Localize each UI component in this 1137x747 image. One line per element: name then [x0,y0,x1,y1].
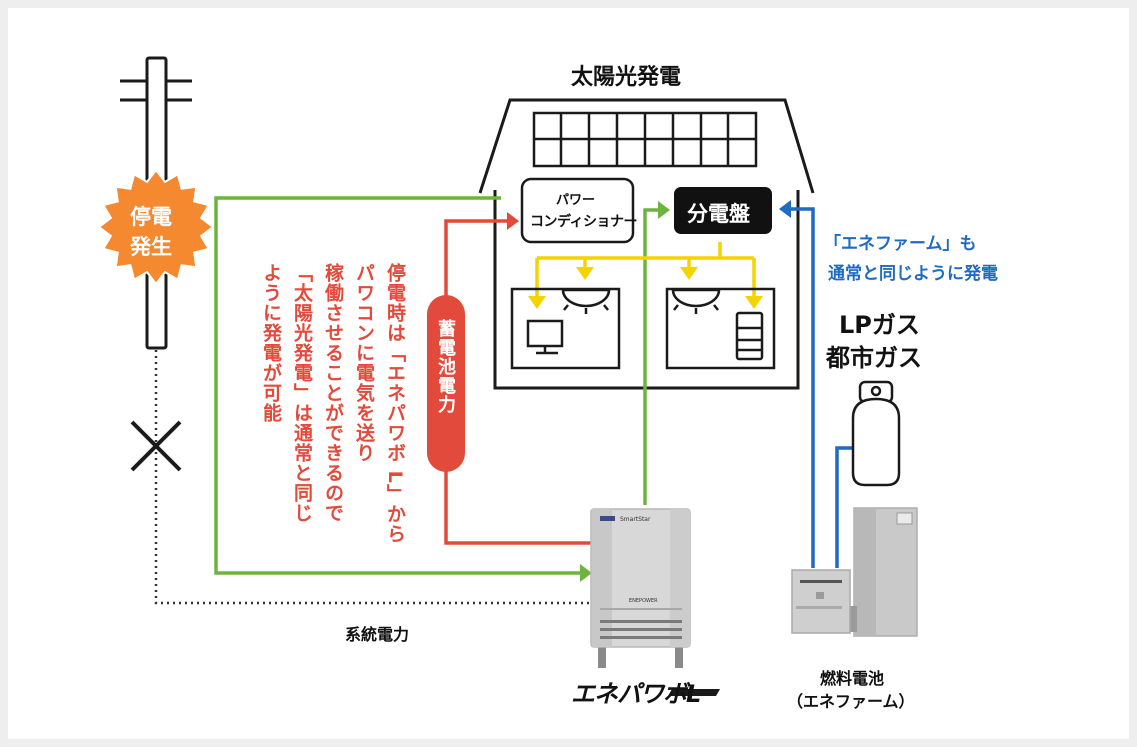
battery-power-pill [427,295,465,472]
room-left-icon [510,287,621,370]
breaker-panel-box [674,187,772,234]
computer-icon [526,319,564,355]
gas-cylinder-icon [851,380,901,487]
battery-power-label: 蓄電池電力 [435,319,456,414]
distribution-arrows [528,267,763,309]
breaker-panel-label: 分電盤 [687,202,750,226]
green-arrow-to-panel [658,201,670,219]
outage-badge-icon [97,168,215,286]
green-arrow-to-battery [580,564,592,582]
grid-power-label: 系統電力 [345,625,410,644]
diagram-art: SmartStar ENEPOWER [97,56,918,696]
battery-model-text: ENEPOWER [629,598,658,604]
enefarm-note-line1: 「エネファーム」も [824,234,977,254]
red-arrow-to-pcs [507,212,519,230]
fuel-cell-power-line [788,207,815,568]
outage-label-line2: 発生 [130,235,172,259]
explanation-line-1: 停電時は「エネパワボ L」から [384,263,406,544]
pcs-label-line1: パワー [556,193,596,208]
green-power-line-right [643,208,660,505]
blue-arrow-to-panel [779,200,791,218]
pcs-label-line2: コンディショナー [530,214,638,230]
green-power-line-left [214,196,582,575]
grid-power-line [154,350,602,605]
refrigerator-icon [735,311,764,361]
room-right-icon [665,287,776,370]
power-conditioner-box [520,177,635,244]
fuel-cell-unit-icon [791,507,918,637]
product-logo-text: エネパワボL [571,680,701,708]
solar-panel-icon [532,111,758,168]
fuel-cell-label-line2: （エネファーム） [787,692,915,711]
cut-off-x-icon [130,420,182,472]
explanation-line-4: 「太陽光発電」は通常と同じ [291,263,313,523]
battery-unit-icon [590,508,691,668]
fuel-cell-label-line1: 燃料電池 [820,669,885,688]
explanation-line-2: パワコンに電気を送り [353,263,375,463]
battery-brand-text: SmartStar [620,516,651,523]
explanation-line-5: ように発電が可能 [260,263,282,423]
solar-title: 太陽光発電 [571,65,682,90]
gas-label-line2: 都市ガス [826,344,922,372]
gas-label-line1: LPガス [839,311,920,339]
product-logo-mark [668,689,720,696]
battery-power-line [444,219,592,545]
explanation-line-3: 稼働させることができるので [322,263,344,523]
enefarm-note-line2: 通常と同じように発電 [828,264,998,284]
gas-pipe [835,446,854,568]
outage-label-line1: 停電 [130,205,172,229]
diagram-canvas: SmartStar ENEPOWER 太陽光発電 パワー コンディショナー 分電… [8,8,1129,739]
